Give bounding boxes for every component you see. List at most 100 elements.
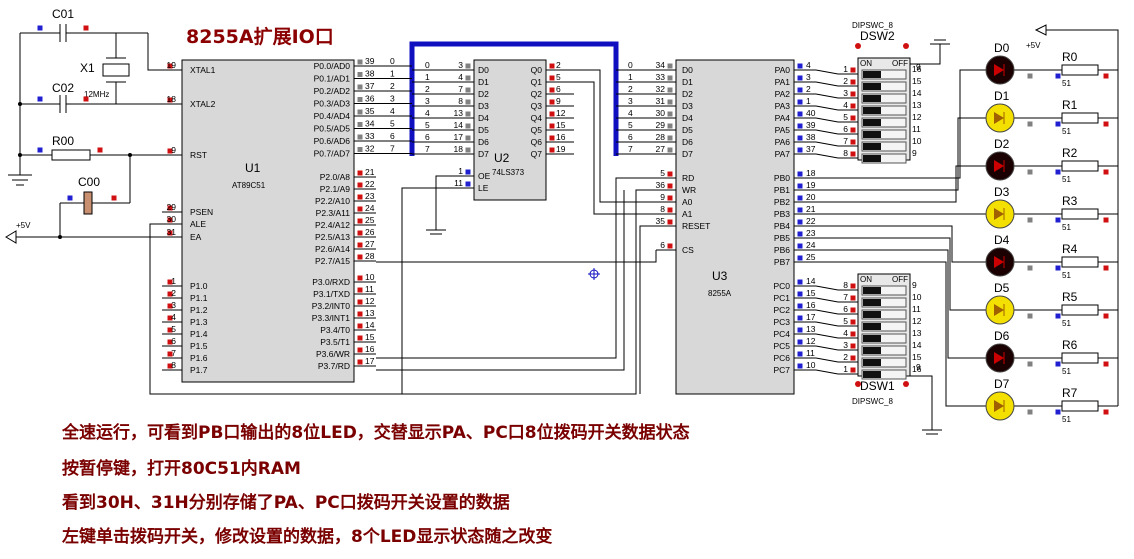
dip-switch-slot[interactable]	[861, 141, 907, 152]
led-diode-icon	[994, 208, 1004, 220]
pin-number: 6	[843, 304, 848, 314]
dip-switch-toggle[interactable]	[863, 95, 881, 102]
pin-number: 7	[843, 292, 848, 302]
pin-number: 12	[912, 112, 922, 122]
pin-name: PA5	[775, 125, 791, 135]
cap-c00[interactable]	[83, 191, 93, 215]
resistor-ref: R5	[1062, 290, 1078, 304]
pin-name: PC6	[773, 353, 790, 363]
dip-switch-slot[interactable]	[861, 105, 907, 116]
dip-switch-toggle[interactable]	[863, 83, 881, 90]
pin-number: 29	[167, 202, 177, 212]
resistor-ref: R7	[1062, 386, 1078, 400]
wire-oe	[435, 175, 454, 230]
dip-switch-toggle[interactable]	[863, 155, 881, 162]
resistor-value: 51	[1062, 223, 1071, 232]
pin-number: 25	[806, 252, 816, 262]
wire-wr	[376, 177, 656, 359]
pin-marker	[167, 230, 173, 236]
pin-name: A1	[682, 209, 693, 219]
pin-number: 20	[806, 192, 816, 202]
dip-switch-slot[interactable]	[861, 285, 907, 296]
led-diode-icon	[994, 256, 1004, 268]
pin-marker	[357, 170, 363, 176]
pin-marker	[667, 183, 673, 189]
dip-switch-toggle[interactable]	[863, 119, 881, 126]
dip-switch-toggle[interactable]	[863, 287, 881, 294]
resistor-ref: R3	[1062, 194, 1078, 208]
dip-switch-toggle[interactable]	[863, 359, 881, 366]
pin-marker	[797, 315, 803, 321]
chip-u2[interactable]	[473, 59, 547, 201]
dip-switch-slot[interactable]	[861, 345, 907, 356]
chip-u2-part: 74LS373	[492, 168, 525, 177]
dip-switch-toggle[interactable]	[863, 371, 881, 378]
resistor-r00[interactable]	[51, 149, 91, 161]
dip-switch-slot[interactable]	[861, 117, 907, 128]
pin-marker	[850, 319, 856, 325]
resistor-r1[interactable]	[1061, 112, 1099, 124]
dip-off-label: OFF	[892, 275, 908, 284]
pin-name: D1	[478, 77, 489, 87]
pin-number: 8	[660, 204, 665, 214]
pin-number: 7	[458, 84, 463, 94]
dip-switch-slot[interactable]	[861, 297, 907, 308]
dip-switch-slot[interactable]	[861, 69, 907, 80]
pin-number: 2	[171, 288, 176, 298]
dip-switch-slot[interactable]	[861, 81, 907, 92]
pin-marker	[37, 147, 43, 153]
bus-wire-label: 2	[390, 81, 395, 91]
wire-ale	[149, 189, 656, 395]
pin-name: Q2	[531, 89, 543, 99]
resistor-ref: R0	[1062, 50, 1078, 64]
resistor-r7[interactable]	[1061, 400, 1099, 412]
pin-number: 10	[912, 292, 922, 302]
dip-switch-slot[interactable]	[861, 321, 907, 332]
pin-number: 35	[365, 106, 375, 116]
pin-marker	[850, 355, 856, 361]
pin-name: D4	[682, 113, 693, 123]
resistor-r3[interactable]	[1061, 208, 1099, 220]
resistor-r6[interactable]	[1061, 352, 1099, 364]
dip-switch-slot[interactable]	[861, 309, 907, 320]
dip-switch-slot[interactable]	[861, 369, 907, 380]
dip-switch-slot[interactable]	[861, 153, 907, 164]
dip-switch-toggle[interactable]	[863, 143, 881, 150]
chip-u3[interactable]	[675, 59, 795, 395]
bus-wire-label: 1	[628, 72, 633, 82]
resistor-r4[interactable]	[1061, 256, 1099, 268]
dip-switch-slot[interactable]	[861, 333, 907, 344]
resistor-r0[interactable]	[1061, 64, 1099, 76]
dip-switch-toggle[interactable]	[863, 299, 881, 306]
pin-number: 2	[843, 352, 848, 362]
pin-number: 4	[171, 312, 176, 322]
dip-switch-toggle[interactable]	[863, 323, 881, 330]
resistor-r5[interactable]	[1061, 304, 1099, 316]
dip-switch-slot[interactable]	[861, 357, 907, 368]
wire-pc	[815, 369, 839, 375]
pin-marker	[667, 111, 673, 117]
resistor-r2[interactable]	[1061, 160, 1099, 172]
crystal-x1[interactable]	[102, 63, 130, 77]
dip-switch-slot[interactable]	[861, 129, 907, 140]
pin-name: PB6	[774, 245, 790, 255]
dip-switch-toggle[interactable]	[863, 311, 881, 318]
pin-marker	[797, 75, 803, 81]
dip-switch-toggle[interactable]	[863, 131, 881, 138]
bus-wire-label: 6	[390, 131, 395, 141]
pin-marker	[357, 147, 363, 152]
dip-switch-slot[interactable]	[861, 93, 907, 104]
wire-pb	[816, 249, 986, 359]
pin-number: 28	[365, 251, 375, 261]
pin-name: D0	[682, 65, 693, 75]
dip-switch-toggle[interactable]	[863, 335, 881, 342]
pin-marker	[667, 243, 673, 249]
dip-switch-toggle[interactable]	[863, 347, 881, 354]
dip-switch-toggle[interactable]	[863, 107, 881, 114]
dip-switch-toggle[interactable]	[863, 71, 881, 78]
pin-number: 21	[365, 167, 375, 177]
pin-marker	[797, 219, 803, 225]
chip-u1[interactable]	[181, 59, 355, 383]
pin-name: PB7	[774, 257, 790, 267]
